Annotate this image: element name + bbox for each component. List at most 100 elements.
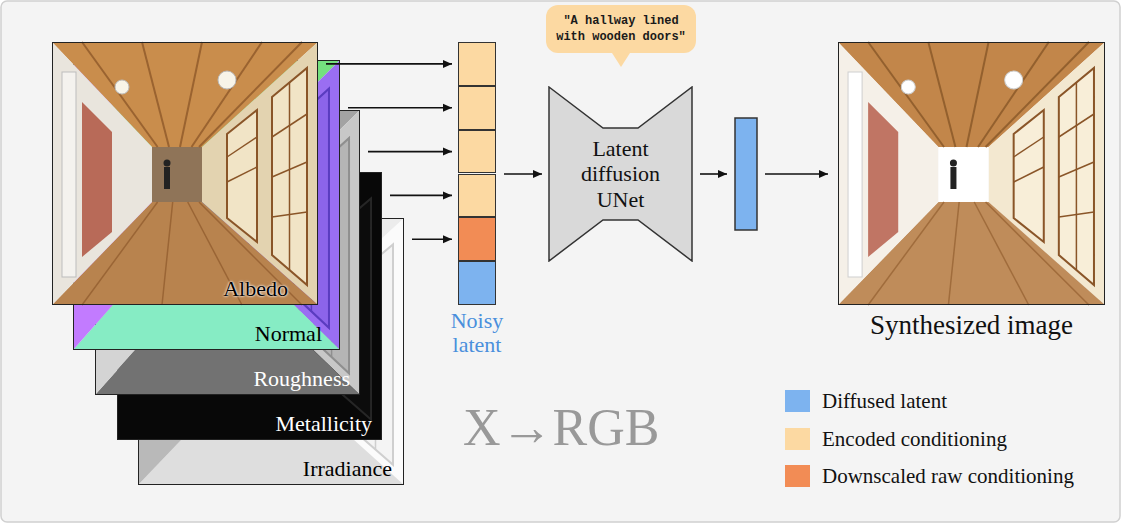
legend-row: Diffused latent xyxy=(785,388,1105,416)
albedo-image xyxy=(52,42,152,305)
image-caption: Synthesized image xyxy=(818,309,1122,341)
legend-text: Downscaled raw conditioning xyxy=(822,463,1074,489)
albedo-image xyxy=(227,167,257,182)
latent-cell xyxy=(458,130,496,174)
layer-label: Irradiance xyxy=(303,456,392,481)
synthesized-image xyxy=(938,147,988,202)
albedo-image xyxy=(218,71,236,89)
synthesized-image xyxy=(838,42,1105,305)
albedo-image xyxy=(164,160,171,167)
image-layer: Roughness xyxy=(95,110,360,395)
synthesized-image xyxy=(1014,137,1044,157)
text-holder: Albedo xyxy=(223,276,288,301)
text-holder: Normal xyxy=(255,321,322,346)
synthesized-image xyxy=(928,42,955,147)
text-holder: Irradiance xyxy=(303,456,392,481)
text-holder: Diffused latent xyxy=(822,388,947,414)
bubble-tail xyxy=(612,53,630,67)
unet-label: Latent diffusion UNet xyxy=(566,136,676,212)
legend-text: Encoded conditioning xyxy=(822,426,1007,452)
legend-row: Encoded conditioning xyxy=(785,426,1105,454)
bubble-tail xyxy=(612,53,630,67)
flow-arrow xyxy=(368,151,452,153)
layer-label: Normal xyxy=(255,321,322,346)
figure-label: X→RGB xyxy=(463,398,659,458)
latent-caption: Noisy latent xyxy=(437,309,517,357)
synthesized-image xyxy=(839,43,1105,305)
synthesized-image xyxy=(1059,68,1094,285)
albedo-image xyxy=(142,42,169,147)
prompt-text: "A hallway lined with wooden doors" xyxy=(556,13,686,45)
albedo-image xyxy=(152,147,202,202)
albedo-image xyxy=(162,202,173,305)
text-holder: Roughness xyxy=(253,366,350,391)
text-holder: Metallicity xyxy=(275,411,372,436)
synthesized-image xyxy=(966,42,988,147)
albedo-image xyxy=(82,202,302,305)
latent-cell xyxy=(458,261,496,305)
synthesized-image xyxy=(838,42,938,305)
albedo-image xyxy=(180,42,202,147)
synthesized-image xyxy=(1014,167,1044,182)
albedo-image xyxy=(53,43,318,305)
image-layer: Metallicity xyxy=(117,172,382,440)
unet-shape xyxy=(549,87,692,261)
text-holder: X→RGB xyxy=(463,398,659,458)
text-holder: Encoded conditioning xyxy=(822,426,1007,452)
synthesized-image xyxy=(1005,71,1023,89)
legend-swatch xyxy=(785,465,810,487)
flow-arrow xyxy=(504,173,542,175)
unet-block: Latent diffusion UNet xyxy=(548,86,693,262)
text-holder: Noisy latent xyxy=(437,309,517,357)
synthesized-image xyxy=(901,80,915,94)
latent-vector: Noisy latent xyxy=(458,42,496,305)
legend-text: Diffused latent xyxy=(822,388,947,414)
synthesized-image xyxy=(950,160,957,167)
albedo-image xyxy=(82,42,302,147)
latent-cell xyxy=(458,42,496,86)
albedo-image xyxy=(52,42,318,305)
text-holder: Synthesized image xyxy=(818,309,1122,341)
albedo-image xyxy=(289,82,291,270)
output-latent xyxy=(735,118,757,230)
flow-arrow xyxy=(412,238,452,240)
image-layer: Normal xyxy=(73,60,340,350)
synthesized-image xyxy=(838,42,1105,305)
flow-arrow xyxy=(326,63,452,65)
legend-swatch xyxy=(785,428,810,450)
layer-label: Albedo xyxy=(223,276,288,301)
text-holder: Latent diffusion UNet xyxy=(548,86,693,262)
synthesized-image xyxy=(1076,82,1078,270)
albedo-image xyxy=(272,68,307,285)
synthesized-image xyxy=(948,202,959,305)
synthesized-image xyxy=(1014,110,1044,242)
synthesized-image xyxy=(868,42,1089,147)
layer-label: Metallicity xyxy=(275,411,372,436)
image-layer: Irradiance xyxy=(138,218,404,485)
output-latent xyxy=(700,118,828,230)
text-holder: Downscaled raw conditioning xyxy=(822,463,1074,489)
output-image: Synthesized image xyxy=(838,42,1105,305)
synthesized-image xyxy=(848,72,862,277)
albedo-image xyxy=(115,80,129,94)
image-layer: Albedo xyxy=(52,42,318,305)
synthesized-image xyxy=(868,102,898,257)
flow-arrow xyxy=(390,195,452,197)
albedo-image xyxy=(227,110,257,242)
latent-cell xyxy=(458,174,496,218)
legend-swatch xyxy=(785,390,810,412)
latent-cell xyxy=(458,86,496,130)
legend-row: Downscaled raw conditioning xyxy=(785,463,1105,491)
synthesized-image xyxy=(868,202,1089,305)
albedo-image xyxy=(164,167,170,189)
flow-arrow xyxy=(348,107,452,109)
layer-label: Roughness xyxy=(253,366,350,391)
output-latent xyxy=(765,173,828,175)
prompt-bubble: "A hallway lined with wooden doors" xyxy=(546,5,696,53)
albedo-image xyxy=(62,72,76,277)
albedo-image xyxy=(82,102,112,257)
albedo-image xyxy=(227,137,257,157)
synthesized-image xyxy=(950,167,956,189)
